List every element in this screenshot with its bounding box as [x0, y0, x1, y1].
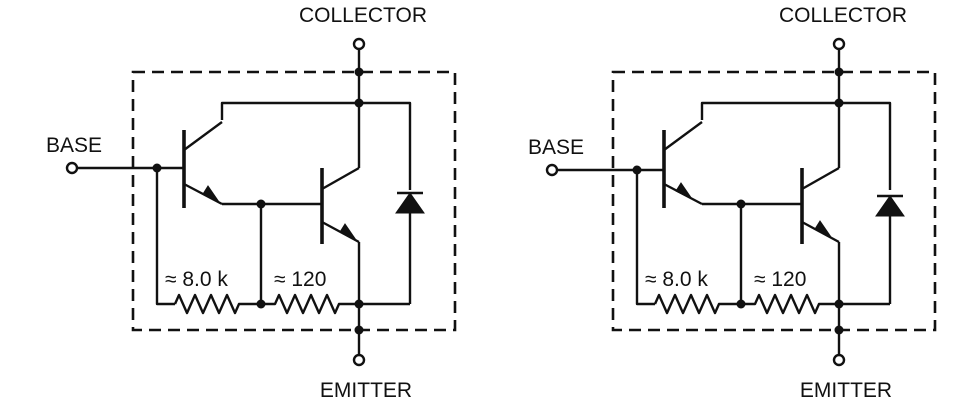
- package-outline: [131, 70, 457, 332]
- base-terminal: [65, 161, 79, 175]
- resistor-r1: [653, 293, 741, 315]
- collector-label: COLLECTOR: [779, 4, 907, 27]
- emitter-label: EMITTER: [320, 379, 412, 402]
- package-outline: [611, 70, 937, 332]
- resistor-r1: [173, 293, 261, 315]
- diode: [875, 194, 905, 304]
- transistor-q2: [800, 166, 840, 244]
- r2-label: ≈ 120: [754, 268, 806, 291]
- diode: [395, 191, 425, 304]
- darlington-schematic-left: COLLECTOR BASE: [46, 4, 457, 402]
- darlington-schematic-right: COLLECTOR BASE: [528, 4, 937, 402]
- r2-label: ≈ 120: [274, 268, 326, 291]
- resistor-r2: [741, 293, 890, 315]
- collector-label: COLLECTOR: [299, 4, 427, 27]
- resistor-r2: [261, 293, 410, 315]
- r1-label: ≈ 8.0 k: [165, 268, 228, 291]
- base-terminal: [545, 163, 559, 177]
- r1-label: ≈ 8.0 k: [645, 268, 708, 291]
- q2-emitter-arrow: [339, 223, 357, 241]
- transistor-q1: [182, 121, 223, 208]
- emitter-terminal: [352, 353, 366, 367]
- collector-terminal: [352, 37, 366, 51]
- q1-emitter-arrow: [202, 185, 220, 203]
- collector-terminal: [832, 37, 846, 51]
- transistor-q1: [662, 121, 703, 208]
- base-label: BASE: [528, 136, 584, 159]
- base-label: BASE: [46, 134, 102, 157]
- q2-emitter-arrow: [814, 220, 832, 238]
- emitter-terminal: [832, 353, 846, 367]
- transistor-q2: [320, 166, 360, 244]
- q1-emitter-arrow: [675, 182, 693, 200]
- emitter-label: EMITTER: [800, 379, 892, 402]
